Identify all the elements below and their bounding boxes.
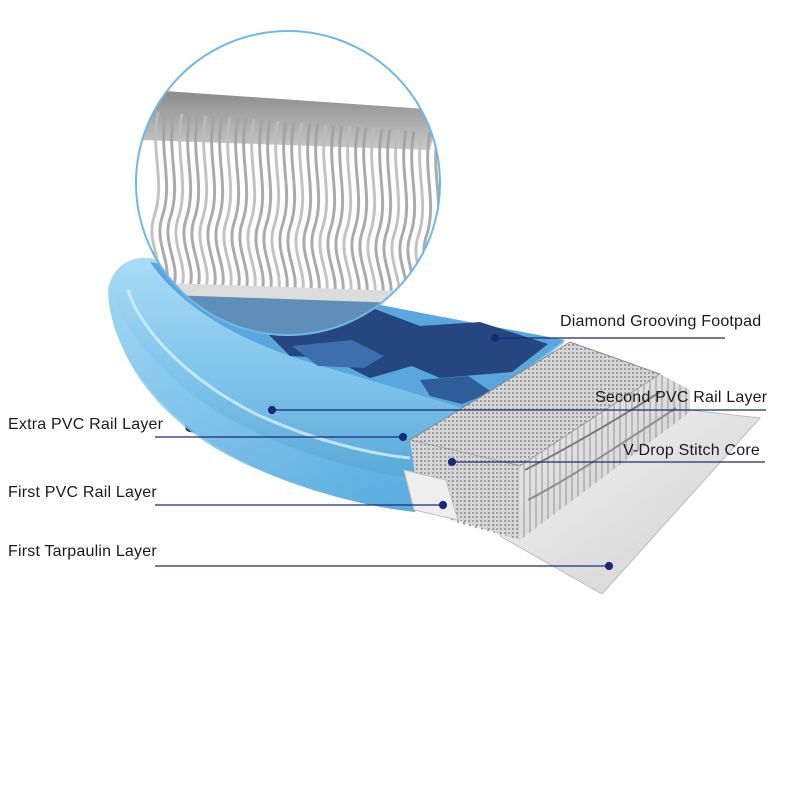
label-diamond-grooving-footpad: Diamond Grooving Footpad	[560, 313, 762, 330]
drop-stitch-thread	[358, 127, 369, 300]
drop-stitch-thread	[350, 126, 361, 300]
drop-stitch-thread	[238, 118, 249, 291]
drop-stitch-thread	[286, 121, 297, 295]
drop-stitch-thread	[246, 118, 257, 292]
drop-stitch-thread	[366, 127, 377, 301]
drop-stitch-thread	[374, 128, 385, 302]
drop-stitch-thread	[166, 112, 177, 286]
drop-stitch-thread	[182, 114, 193, 287]
drop-stitch-thread	[390, 129, 401, 303]
drop-stitch-thread	[222, 117, 233, 290]
drop-stitch-thread	[302, 123, 313, 296]
label-first-tarpaulin-layer: First Tarpaulin Layer	[8, 543, 157, 560]
leader-lines	[155, 333, 766, 571]
drop-stitch-thread	[310, 123, 321, 297]
drop-stitch-thread	[230, 117, 241, 291]
drop-stitch-thread	[206, 115, 217, 289]
drop-stitch-thread	[326, 124, 337, 298]
drop-stitch-thread	[174, 113, 185, 287]
drop-stitch-thread	[382, 129, 393, 302]
drop-stitch-thread	[334, 125, 345, 299]
drop-stitch-thread	[198, 115, 209, 288]
drop-stitch-thread	[262, 120, 273, 293]
magnifier-ring	[135, 30, 441, 336]
label-first-pvc-rail-layer: First PVC Rail Layer	[8, 484, 157, 501]
drop-stitch-thread	[318, 124, 329, 297]
label-second-pvc-rail-layer: Second PVC Rail Layer	[595, 389, 768, 406]
drop-stitch-thread	[158, 112, 169, 285]
label-extra-pvc-rail-layer: Extra PVC Rail Layer	[8, 416, 164, 433]
drop-stitch-thread	[270, 120, 281, 294]
magnifier-zoom	[136, 31, 440, 335]
board-rail	[111, 292, 415, 512]
drop-stitch-thread	[278, 121, 289, 294]
drop-stitch-thread	[254, 119, 265, 293]
drop-stitch-thread	[342, 126, 353, 299]
drop-stitch-thread	[214, 116, 225, 290]
drop-stitch-thread	[190, 114, 201, 288]
label-v-drop-stitch-core: V-Drop Stitch Core	[623, 442, 760, 459]
drop-stitch-thread	[294, 122, 305, 296]
